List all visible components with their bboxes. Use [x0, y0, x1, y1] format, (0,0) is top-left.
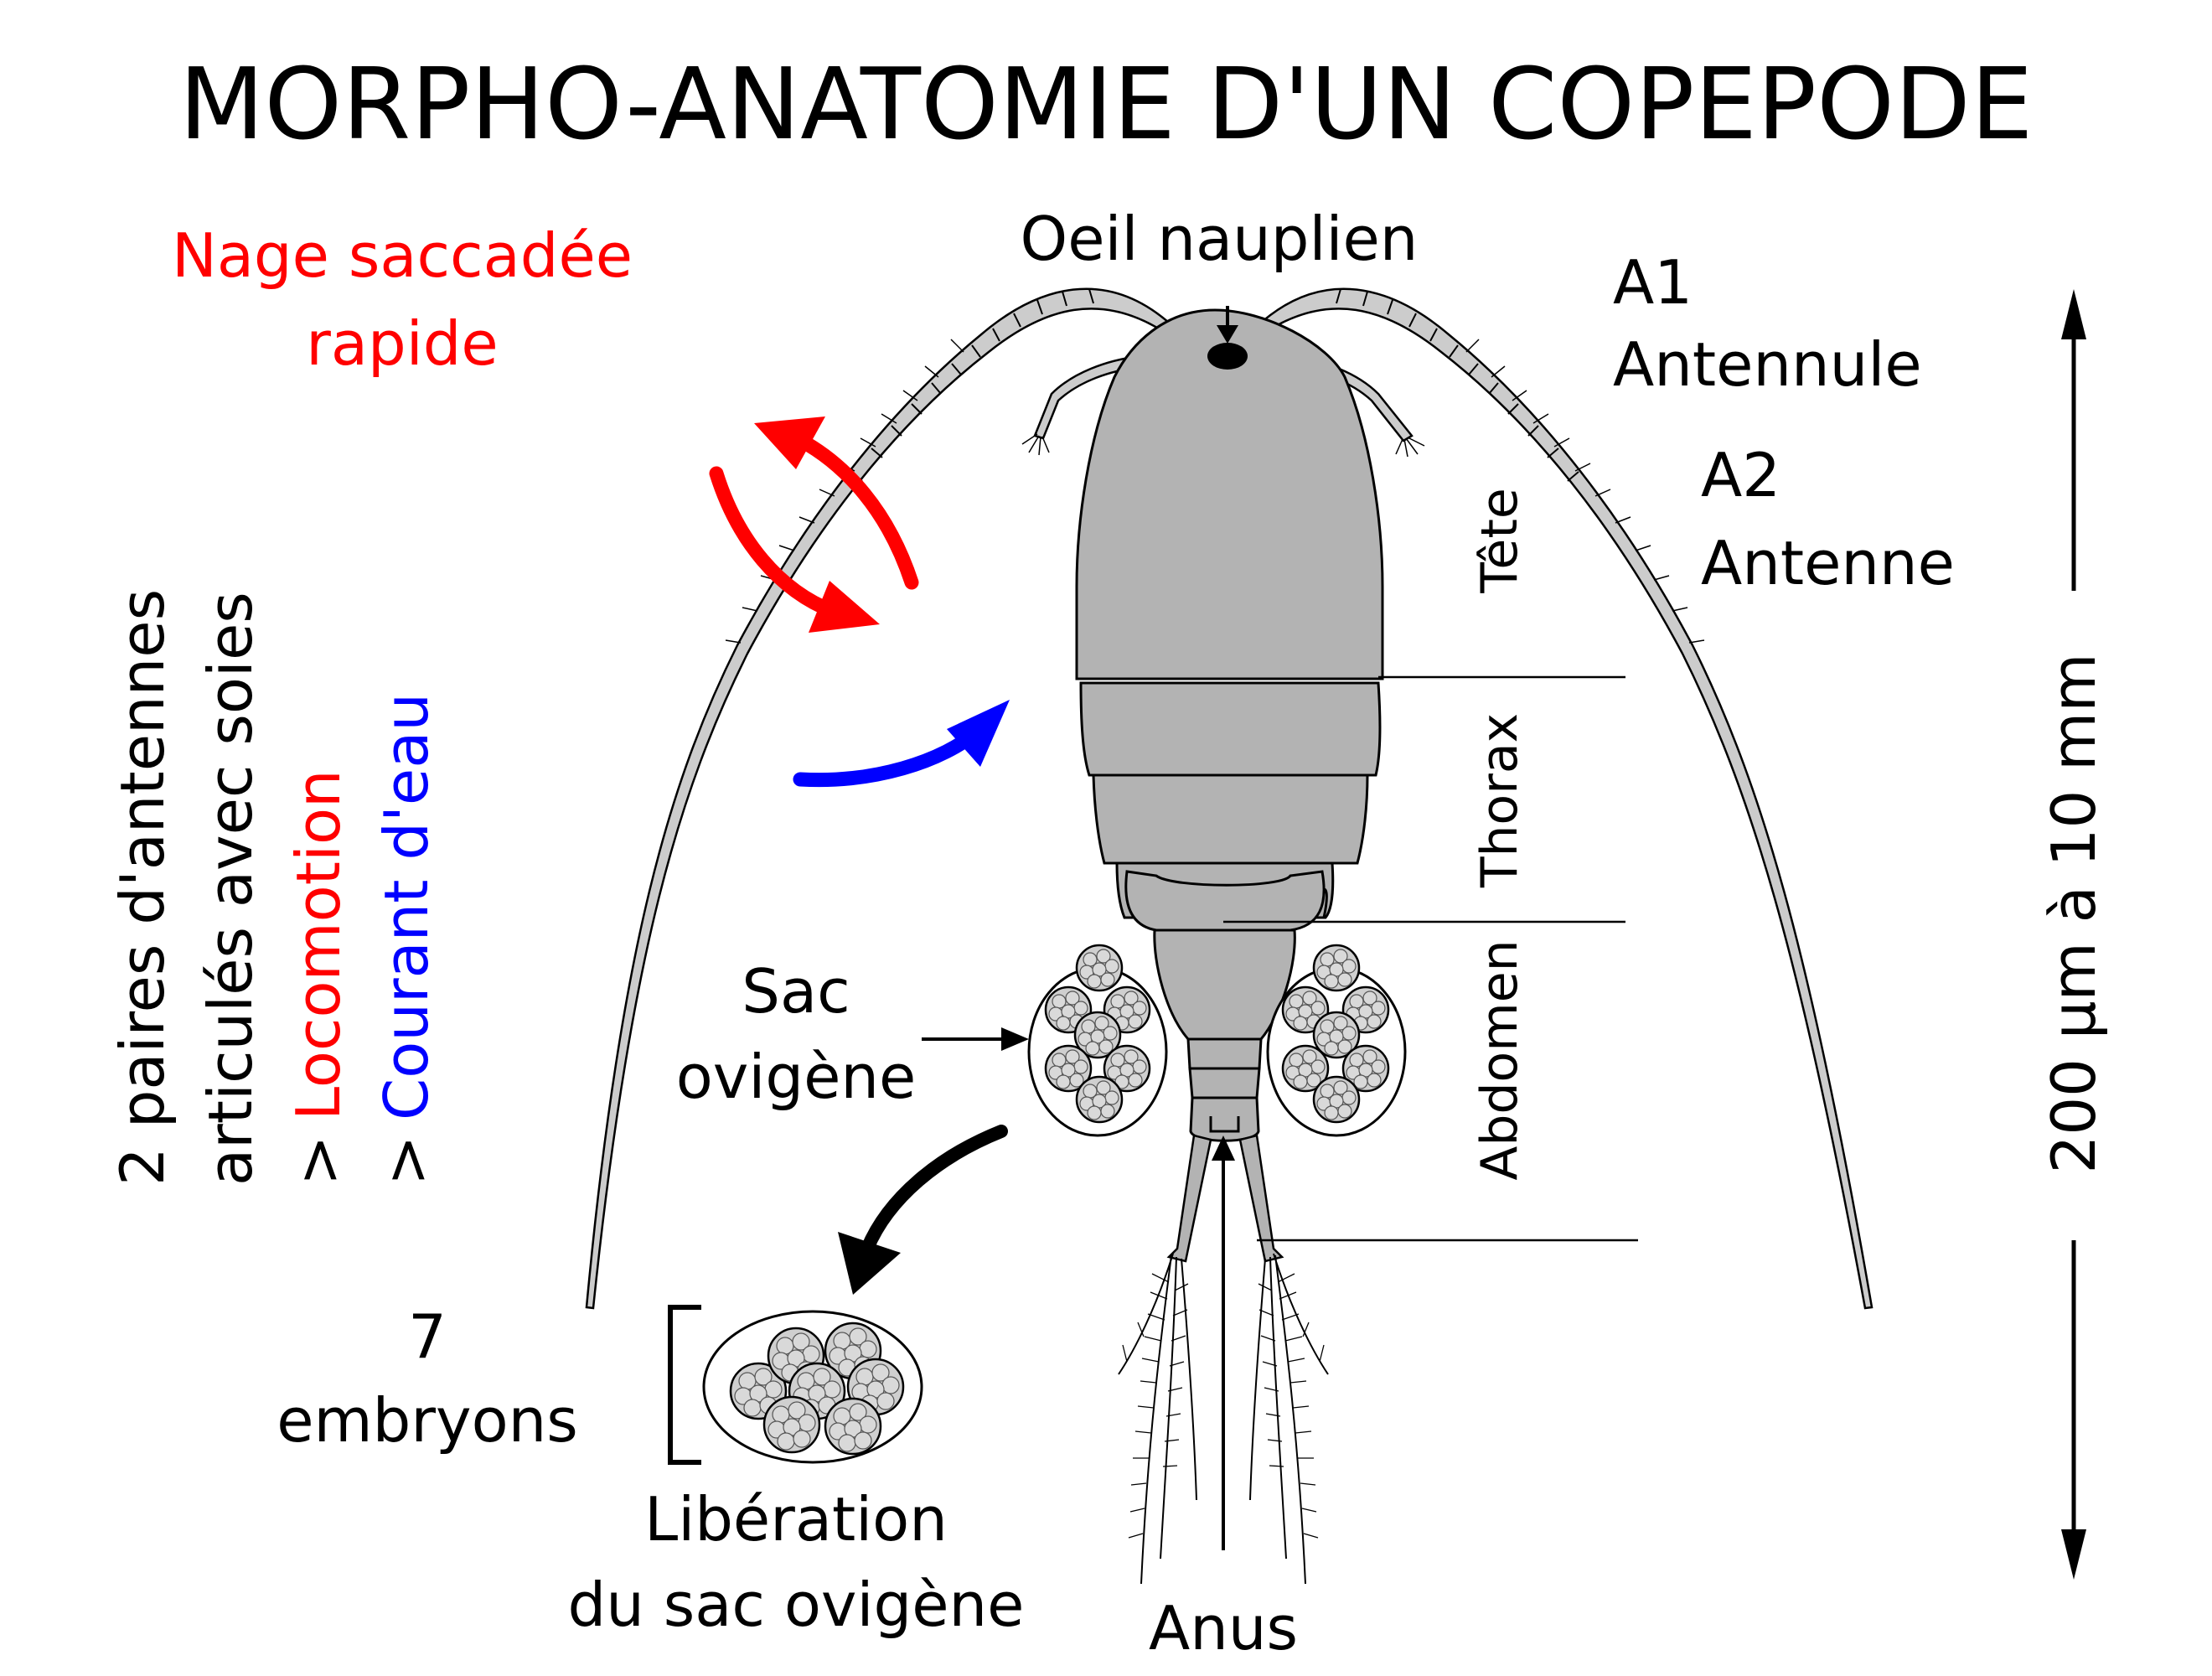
egg-sac-label-line2: ovigène: [676, 1042, 917, 1112]
egg-sac-label-line1: Sac: [742, 956, 850, 1027]
thorax-label: Thorax: [1470, 713, 1529, 888]
embryos-word-label: embryons: [276, 1385, 578, 1456]
locomotion-arrows: [709, 416, 919, 633]
a2-code-label: A2: [1701, 440, 1780, 510]
swim-label-line2: rapide: [306, 308, 498, 379]
current-prefix: >: [371, 1135, 442, 1186]
egg-sac-right: [1266, 944, 1407, 1137]
side-text-line1: 2 paires d'antennes: [107, 589, 178, 1186]
eye-label: Oeil nauplien: [1021, 204, 1419, 274]
size-scale-arrow: [2061, 289, 2086, 1580]
antennule-left: [585, 287, 1171, 1310]
release-label-line1: Libération: [644, 1484, 948, 1554]
diagram-title: MORPHO-ANATOMIE D'UN COPEPODE: [179, 46, 2034, 162]
released-egg-sac: [702, 1310, 923, 1464]
anal-opening: [1209, 1116, 1240, 1133]
locomotion-label: Locomotion: [283, 769, 354, 1120]
head-segment: [1075, 308, 1384, 680]
abdomen-label: Abdomen: [1470, 939, 1529, 1180]
anus-arrow: [1212, 1135, 1235, 1550]
swim-label: Nage saccadée rapide: [172, 220, 633, 379]
head-label: Tête: [1470, 488, 1529, 594]
current-label: Courant d'eau: [371, 693, 442, 1120]
release-arrow: [838, 1125, 1008, 1295]
segment-dividers: [1223, 675, 1638, 1242]
setae-barbs: [1122, 1273, 1325, 1539]
caudal-setae: [1118, 1253, 1329, 1585]
nauplius-eye: [1207, 343, 1248, 370]
a1-name-label: Antennule: [1613, 329, 1922, 400]
copepod-body: [1075, 308, 1384, 1142]
swim-label-line1: Nage saccadée: [172, 220, 633, 291]
embryos-count-label: 7: [408, 1301, 447, 1372]
side-text-line2: articulés avec soies: [195, 592, 266, 1186]
release-label-line2: du sac ovigène: [568, 1570, 1025, 1640]
water-current-arrow: [793, 700, 1010, 788]
antennule-right: [1259, 287, 1873, 1310]
egg-sac-left: [1027, 944, 1168, 1137]
locomotion-prefix: >: [283, 1135, 354, 1186]
size-range-label: 200 µm à 10 mm: [2039, 654, 2109, 1174]
a1-code-label: A1: [1613, 247, 1693, 318]
anus-label: Anus: [1149, 1593, 1298, 1663]
egg-sac-pointer-arrow: [922, 1027, 1029, 1051]
eye-pointer-arrow: [1217, 306, 1238, 344]
a2-name-label: Antenne: [1701, 528, 1955, 598]
embryos-bracket: [668, 1305, 701, 1465]
